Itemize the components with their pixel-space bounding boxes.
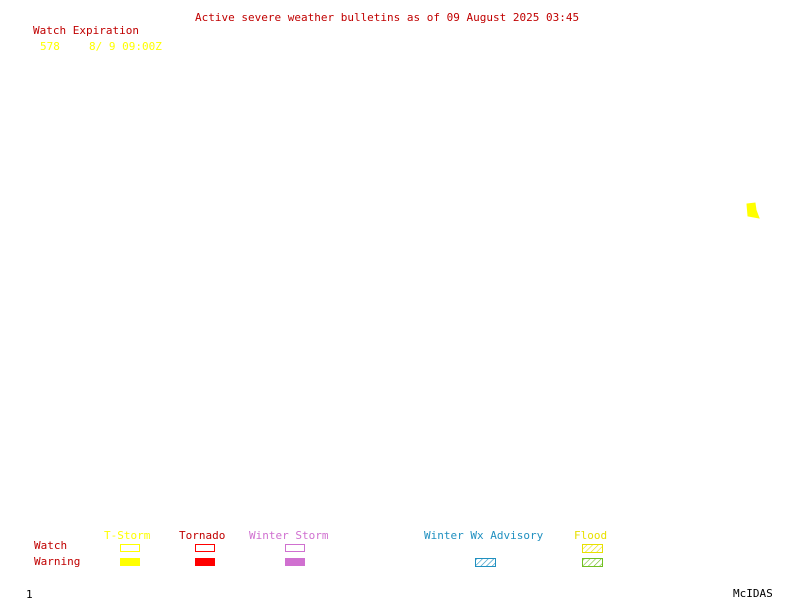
winter-storm-warning-swatch xyxy=(285,558,305,566)
legend-tstorm-label: T-Storm xyxy=(104,529,151,542)
tstorm-warning-polygon[interactable] xyxy=(746,202,760,219)
legend-flood-label: Flood xyxy=(574,529,608,542)
tstorm-watch-swatch xyxy=(120,544,140,552)
tstorm-warning-swatch xyxy=(120,558,140,566)
legend-winter-wx-advisory-label: Winter Wx Advisory xyxy=(424,529,544,542)
watch-expiration-time: 8/ 9 09:00Z xyxy=(89,40,162,53)
watch-expiration-heading: Watch Expiration xyxy=(33,24,139,37)
bulletin-title: Active severe weather bulletins as of 09… xyxy=(195,11,580,24)
legend-watch-row-label: Watch xyxy=(34,539,68,552)
mcidas-brand: McIDAS xyxy=(733,587,773,600)
winter-storm-watch-swatch xyxy=(285,544,305,552)
tornado-warning-swatch xyxy=(195,558,215,566)
legend-winter-storm-label: Winter Storm xyxy=(249,529,329,542)
legend-tornado-label: Tornado xyxy=(179,529,226,542)
tornado-watch-swatch xyxy=(195,544,215,552)
frame-number: 1 xyxy=(26,588,33,601)
legend-warning-row-label: Warning xyxy=(34,555,81,568)
watch-number: 578 xyxy=(40,40,60,53)
